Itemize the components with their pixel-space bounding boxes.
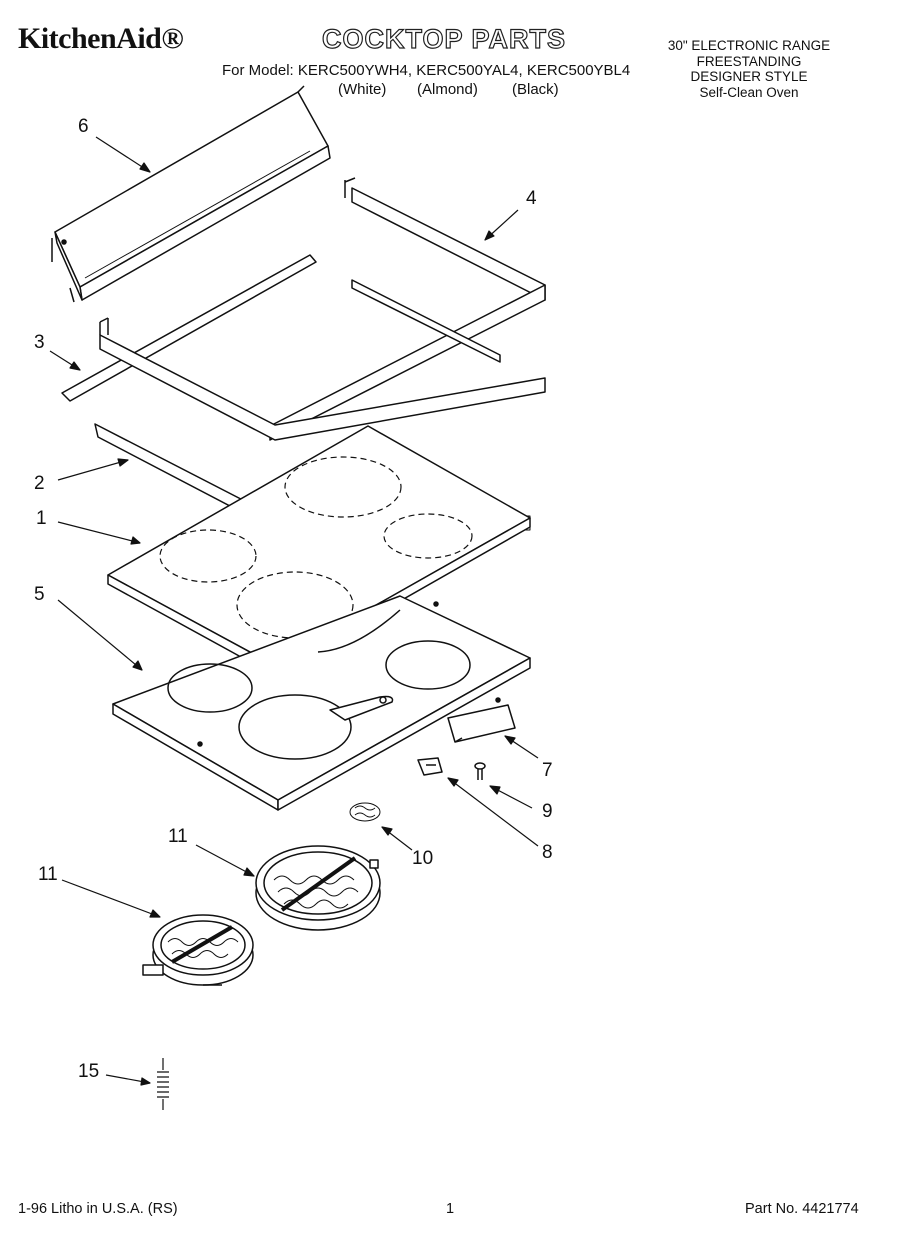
leader-11-left bbox=[61, 879, 161, 918]
page-title: COCKTOP PARTS bbox=[321, 23, 567, 54]
part-frame-front bbox=[99, 317, 546, 441]
page-number: 1 bbox=[446, 1201, 455, 1217]
color-almond-label: (Almond) bbox=[417, 81, 478, 98]
callout-10: 10 bbox=[412, 848, 434, 869]
part-11-element-right bbox=[255, 845, 381, 931]
brand-logo: KitchenAid® bbox=[18, 22, 184, 55]
leader-5 bbox=[57, 599, 143, 671]
part-5-burner-box bbox=[112, 595, 531, 811]
leader-7 bbox=[504, 735, 539, 759]
callout-3: 3 bbox=[34, 332, 45, 353]
leader-4 bbox=[484, 209, 519, 241]
product-line-3: DESIGNER STYLE bbox=[690, 69, 808, 84]
callout-8: 8 bbox=[542, 842, 553, 863]
leader-arrows bbox=[49, 136, 539, 1086]
part-9-screw bbox=[474, 762, 486, 780]
leader-2 bbox=[57, 458, 129, 481]
callout-11-right: 11 bbox=[168, 826, 188, 847]
callout-11-left: 11 bbox=[38, 864, 58, 885]
leader-3 bbox=[49, 350, 81, 371]
color-white-label: (White) bbox=[338, 81, 387, 98]
leader-9 bbox=[489, 785, 533, 809]
color-black-label: (Black) bbox=[512, 81, 559, 98]
callout-4: 4 bbox=[526, 188, 537, 209]
callout-7: 7 bbox=[542, 760, 553, 781]
leader-1 bbox=[57, 521, 141, 545]
callout-1: 1 bbox=[36, 508, 47, 529]
product-line-1: 30" ELECTRONIC RANGE bbox=[667, 38, 831, 53]
part-6-backguard bbox=[51, 85, 331, 303]
litho-note: 1-96 Litho in U.S.A. (RS) bbox=[18, 1201, 178, 1217]
part-15-spring bbox=[157, 1058, 169, 1110]
part-4-frame-channel bbox=[269, 177, 546, 441]
part-8-clip bbox=[417, 757, 443, 776]
leader-8 bbox=[447, 777, 539, 847]
leader-11-right bbox=[195, 844, 255, 877]
callout-6: 6 bbox=[78, 116, 89, 137]
leader-6 bbox=[95, 136, 151, 173]
callout-15: 15 bbox=[78, 1061, 100, 1082]
product-line-2: FREESTANDING bbox=[696, 54, 802, 69]
product-line-4: Self-Clean Oven bbox=[699, 85, 799, 100]
leader-15 bbox=[105, 1074, 151, 1086]
callout-5: 5 bbox=[34, 584, 45, 605]
part-3-trim-strip bbox=[61, 254, 501, 402]
callout-2: 2 bbox=[34, 473, 45, 494]
part-7-bracket bbox=[447, 704, 516, 743]
part-number: Part No. 4421774 bbox=[745, 1201, 859, 1217]
leader-10 bbox=[381, 826, 413, 851]
part-10-clip bbox=[349, 802, 381, 822]
part-11-element-left bbox=[142, 914, 254, 986]
model-list: For Model: KERC500YWH4, KERC500YAL4, KER… bbox=[222, 62, 631, 79]
callout-9: 9 bbox=[542, 801, 553, 822]
